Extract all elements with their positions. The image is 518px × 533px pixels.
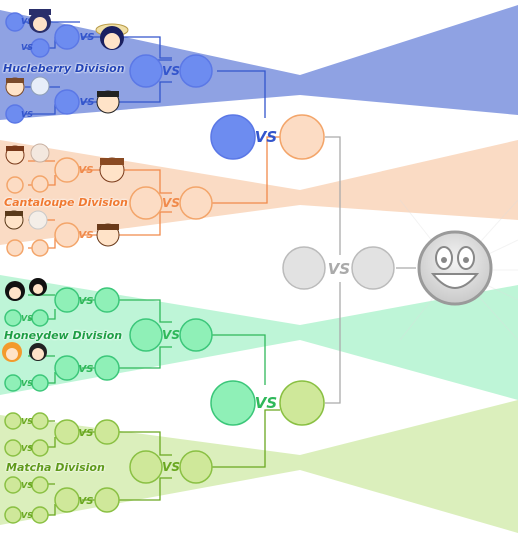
match-slot bbox=[31, 439, 49, 457]
match-slot bbox=[54, 157, 80, 183]
vs-label: VS bbox=[21, 110, 33, 119]
smiley-face-icon bbox=[417, 230, 493, 306]
match-slot bbox=[351, 246, 395, 290]
vs-label: VS bbox=[255, 128, 277, 146]
vs-label: VS bbox=[21, 444, 33, 453]
vs-label: VS bbox=[80, 32, 95, 43]
vs-label: VS bbox=[79, 165, 94, 176]
avatar-player bbox=[30, 143, 50, 163]
match-slot bbox=[54, 419, 80, 445]
match-slot bbox=[6, 239, 24, 257]
match-slot bbox=[54, 287, 80, 313]
vs-label: VS bbox=[21, 417, 33, 426]
vs-label: VS bbox=[21, 17, 33, 26]
avatar-player bbox=[29, 9, 51, 33]
vs-label: VS bbox=[162, 196, 180, 210]
match-slot bbox=[129, 450, 163, 484]
avatar-player bbox=[95, 23, 129, 50]
match-slot bbox=[5, 104, 25, 124]
match-slot bbox=[31, 374, 49, 392]
player-portraits bbox=[2, 9, 129, 362]
avatar-player bbox=[29, 343, 47, 361]
vs-labels: VS VS VS VS VS VS VS VS VS VS VS VS VS VS VS VS VS VS VS VS… bbox=[21, 17, 350, 520]
vs-label: VS bbox=[79, 364, 94, 375]
match-slot bbox=[5, 12, 25, 32]
avatar-player bbox=[5, 281, 25, 301]
match-slot bbox=[54, 355, 80, 381]
avatar-player bbox=[96, 90, 120, 114]
match-slot bbox=[31, 309, 49, 327]
vs-label: VS bbox=[162, 460, 180, 474]
vs-label: VS bbox=[21, 379, 33, 388]
avatar-player bbox=[30, 76, 50, 96]
ray-blue bbox=[0, 5, 518, 120]
vs-label: VS bbox=[328, 260, 350, 278]
match-slot bbox=[210, 380, 256, 426]
match-slot bbox=[94, 487, 120, 513]
avatar-player bbox=[28, 210, 48, 230]
vs-label: VS bbox=[21, 43, 33, 52]
vs-label: VS bbox=[79, 296, 94, 307]
avatar-player bbox=[96, 223, 120, 247]
division-label-cantaloupe: Cantaloupe Division bbox=[4, 196, 128, 209]
match-slot bbox=[31, 175, 49, 193]
division-label-honeydew: Honeydew Division bbox=[4, 329, 123, 342]
match-slot bbox=[4, 412, 22, 430]
match-slot bbox=[4, 476, 22, 494]
match-slot bbox=[179, 54, 213, 88]
match-slot bbox=[94, 355, 120, 381]
match-slot bbox=[179, 450, 213, 484]
avatar-player bbox=[5, 77, 25, 97]
avatar-player bbox=[5, 145, 25, 165]
match-slot bbox=[129, 318, 163, 352]
vs-label: VS bbox=[79, 230, 94, 241]
match-slot bbox=[30, 38, 50, 58]
match-slot bbox=[31, 506, 49, 524]
ray-green bbox=[0, 275, 518, 400]
match-slot bbox=[4, 439, 22, 457]
match-slot bbox=[54, 487, 80, 513]
match-slot bbox=[179, 318, 213, 352]
match-slot bbox=[31, 239, 49, 257]
match-slot bbox=[31, 476, 49, 494]
match-slot bbox=[129, 54, 163, 88]
avatar-player bbox=[29, 278, 47, 296]
ray-orange bbox=[0, 140, 518, 245]
match-slot bbox=[94, 287, 120, 313]
vs-label: VS bbox=[255, 394, 277, 412]
match-slot bbox=[94, 419, 120, 445]
vs-label: VS bbox=[21, 511, 33, 520]
vs-label: VS bbox=[79, 496, 94, 507]
division-label-hucleberry: Hucleberry Division bbox=[3, 62, 125, 75]
vs-label: VS bbox=[80, 97, 95, 108]
match-slot bbox=[4, 309, 22, 327]
avatar-player bbox=[4, 210, 24, 230]
match-slot bbox=[129, 186, 163, 220]
match-slot bbox=[4, 506, 22, 524]
match-slot bbox=[279, 114, 325, 160]
vs-label: VS bbox=[79, 428, 94, 439]
vs-label: VS bbox=[162, 328, 180, 342]
match-slot bbox=[179, 186, 213, 220]
division-label-matcha: Matcha Division bbox=[6, 461, 105, 474]
match-slot bbox=[6, 176, 24, 194]
vs-label: VS bbox=[21, 314, 33, 323]
match-slot bbox=[54, 89, 80, 115]
match-slot bbox=[4, 374, 22, 392]
avatar-player bbox=[99, 157, 125, 183]
match-slot bbox=[54, 24, 80, 50]
match-slot bbox=[54, 222, 80, 248]
avatar-player bbox=[2, 342, 22, 362]
vs-label: VS bbox=[162, 64, 180, 78]
vs-label: VS bbox=[21, 481, 33, 490]
match-slot bbox=[210, 114, 256, 160]
match-slot bbox=[279, 380, 325, 426]
match-slot bbox=[31, 412, 49, 430]
match-slot bbox=[282, 246, 326, 290]
match-slots bbox=[4, 12, 395, 524]
